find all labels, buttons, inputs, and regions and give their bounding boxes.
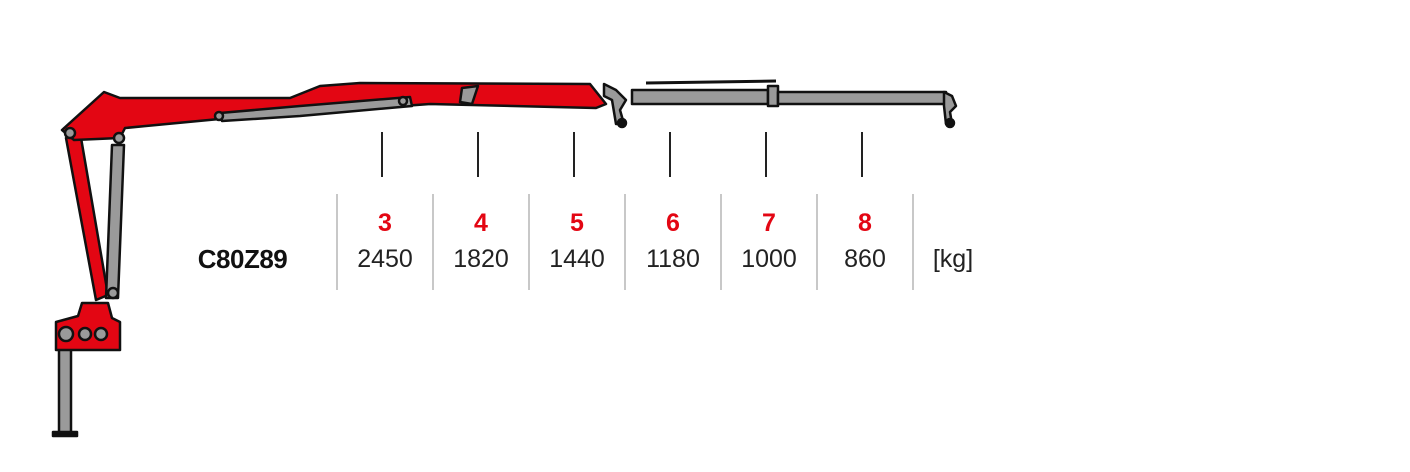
column-cylinder [104, 143, 126, 300]
reach-tick-5 [573, 132, 575, 177]
reach-label: 6 [666, 209, 680, 237]
model-name: C80Z89 [197, 244, 288, 274]
reach-tick-8 [861, 132, 863, 177]
boom-cylinder [218, 95, 414, 123]
reach-label: 5 [570, 209, 584, 237]
load-value: 1820 [453, 245, 509, 273]
crane-column [64, 130, 110, 302]
column-divider [528, 194, 530, 290]
column-divider [336, 194, 338, 290]
reach-tick-3 [381, 132, 383, 177]
reach-tick-7 [765, 132, 767, 177]
reach-tick-4 [477, 132, 479, 177]
reach-label: 8 [858, 209, 872, 237]
crane-foot [51, 430, 79, 438]
crane-extension-2 [776, 90, 948, 106]
reach-label: 3 [378, 209, 392, 237]
column-divider [816, 194, 818, 290]
crane-extension-1 [630, 88, 770, 106]
unit-label: [kg] [932, 245, 974, 273]
load-value: 1180 [646, 245, 700, 273]
load-value: 2450 [357, 245, 413, 273]
load-value: 1440 [549, 245, 605, 273]
reach-tick-6 [669, 132, 671, 177]
load-value: 860 [844, 245, 886, 273]
load-value: 1000 [741, 245, 797, 273]
column-divider [720, 194, 722, 290]
column-divider [912, 194, 914, 290]
reach-label: 4 [474, 209, 488, 237]
reach-label: 7 [762, 209, 776, 237]
column-divider [432, 194, 434, 290]
column-divider [624, 194, 626, 290]
